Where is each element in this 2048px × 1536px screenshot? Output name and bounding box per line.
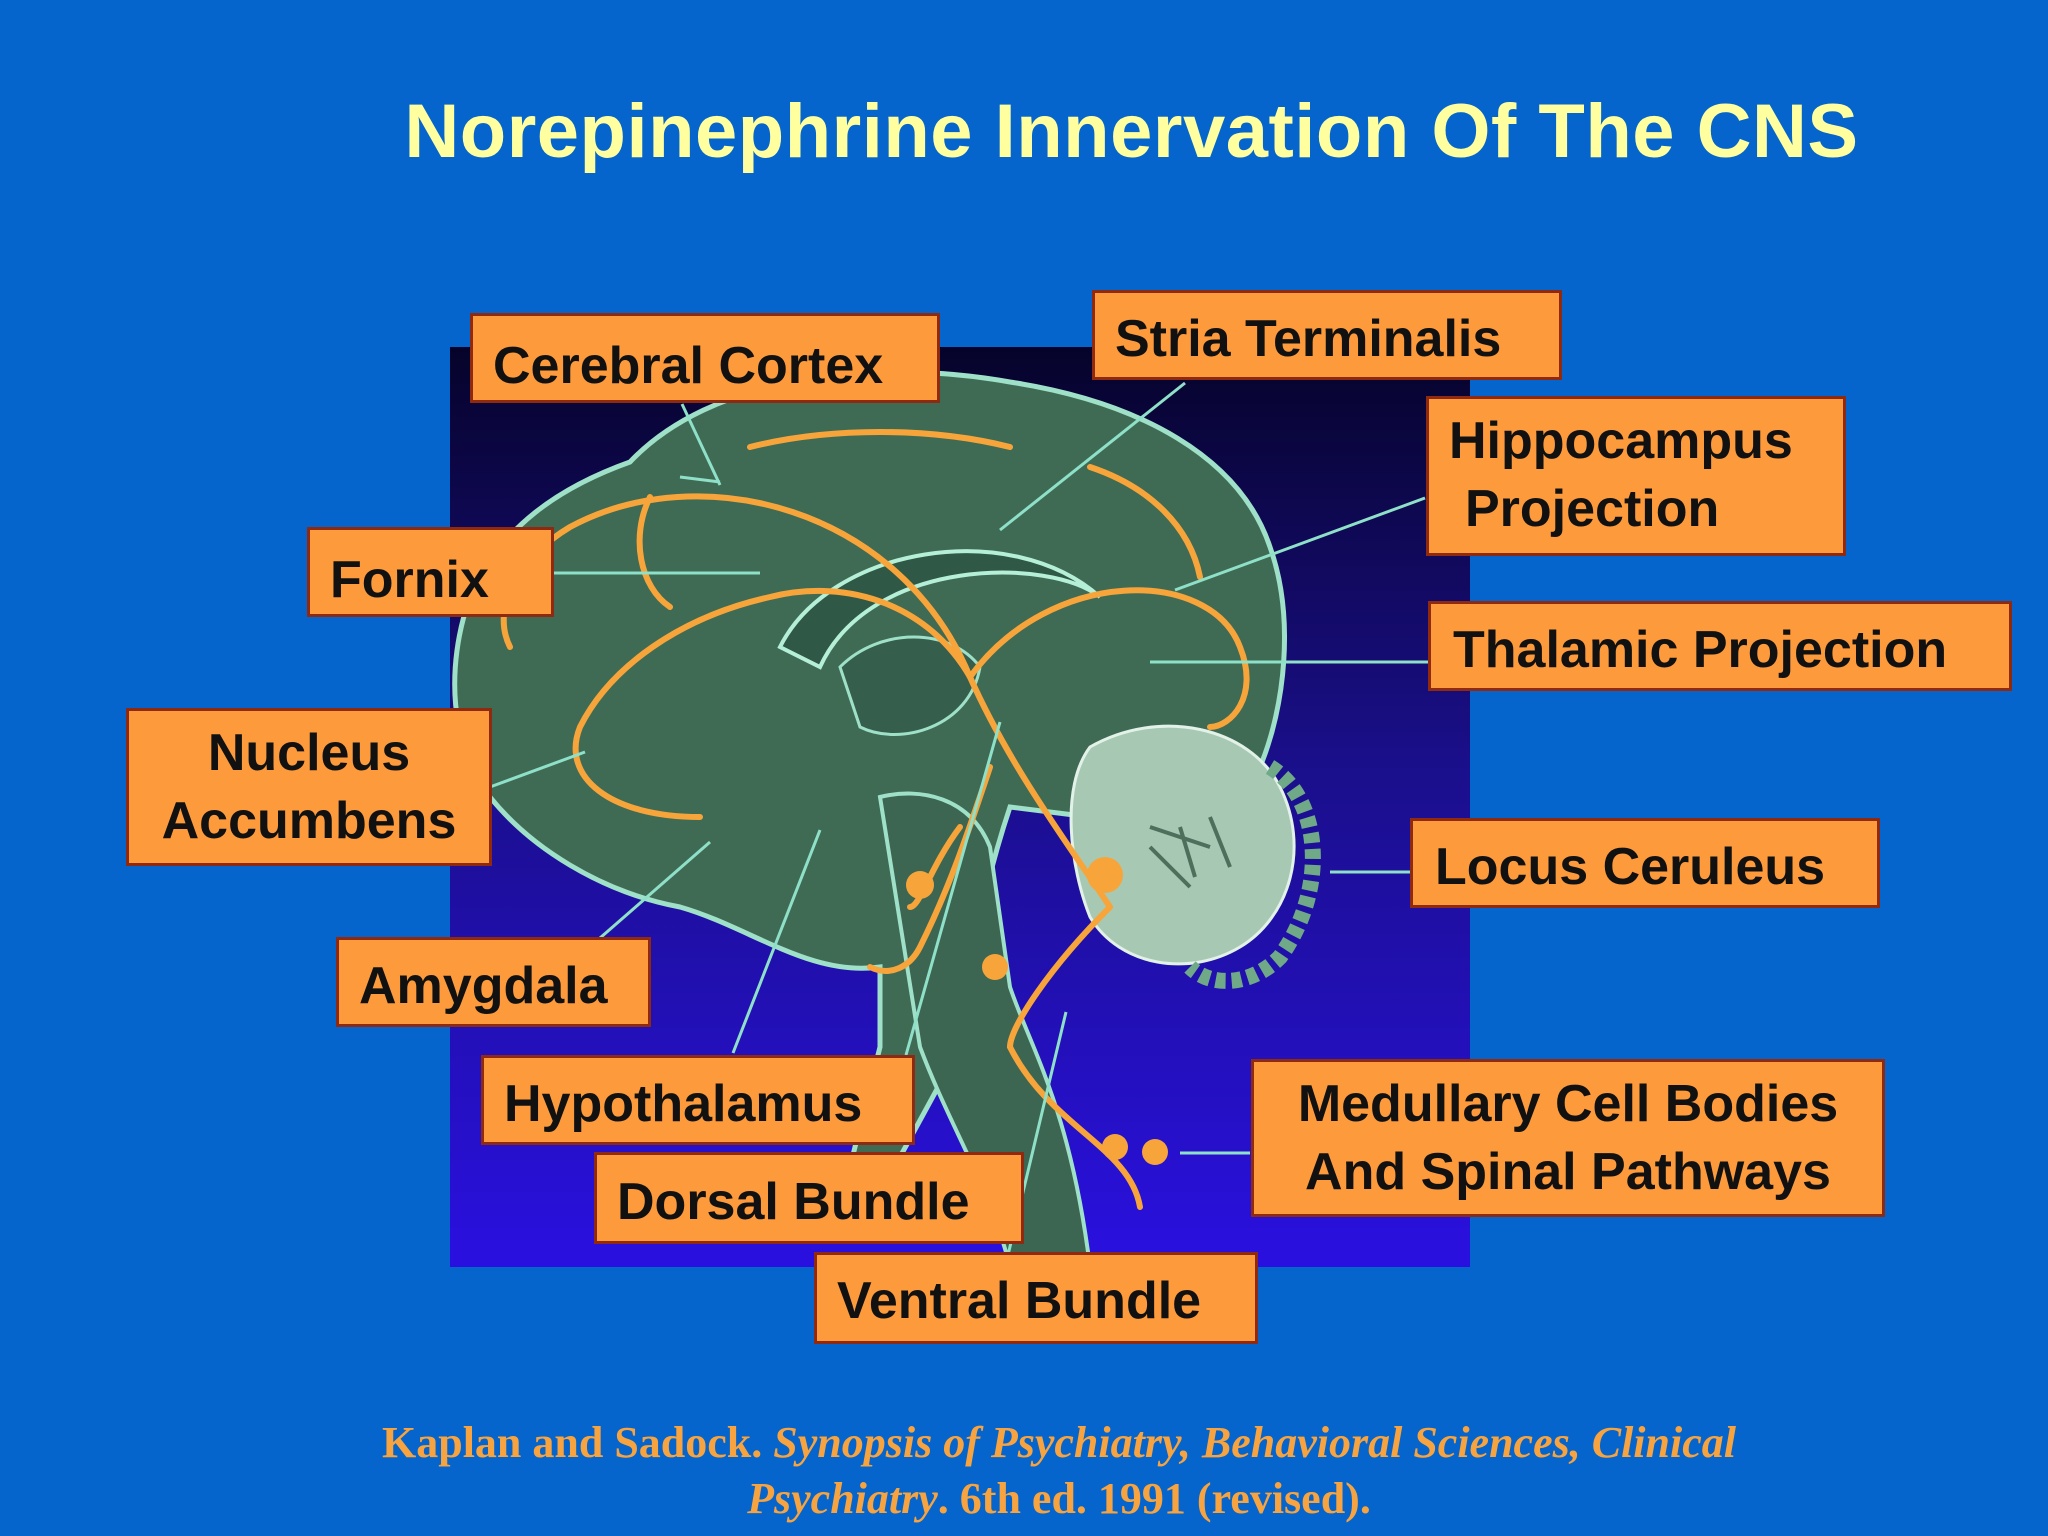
label-hypothalamus: Hypothalamus bbox=[481, 1055, 915, 1145]
label-fornix: Fornix bbox=[307, 527, 554, 617]
citation-book-title-2: Psychiatry bbox=[747, 1474, 938, 1523]
cerebellum bbox=[1069, 724, 1296, 966]
citation-line-2: Psychiatry. 6th ed. 1991 (revised). bbox=[70, 1471, 2048, 1527]
amygdala-text: Amygdala bbox=[359, 957, 608, 1015]
label-nucleus-accumbens: Nucleus Accumbens bbox=[126, 708, 492, 866]
citation-book-title-1: Synopsis of Psychiatry, Behavioral Scien… bbox=[773, 1418, 1736, 1467]
medullary-cell-body-1 bbox=[1102, 1134, 1128, 1160]
corpus-callosum bbox=[777, 549, 1102, 670]
nucleus-text: Nucleus bbox=[207, 724, 411, 782]
label-cerebral-cortex: Cerebral Cortex bbox=[470, 313, 940, 403]
label-dorsal-bundle: Dorsal Bundle bbox=[594, 1152, 1024, 1244]
citation-authors: Kaplan and Sadock. bbox=[382, 1418, 763, 1467]
citation: Kaplan and Sadock. Synopsis of Psychiatr… bbox=[0, 1415, 2048, 1527]
projection-text: Projection bbox=[1465, 480, 1720, 538]
medullary-line2-text: And Spinal Pathways bbox=[1305, 1143, 1831, 1201]
hypothalamus-cell-body bbox=[906, 871, 934, 899]
ventral-bundle-text: Ventral Bundle bbox=[837, 1272, 1202, 1330]
label-thalamic-projection: Thalamic Projection bbox=[1428, 601, 2012, 691]
citation-edition: . 6th ed. 1991 (revised). bbox=[937, 1474, 1371, 1523]
dorsal-bundle-text: Dorsal Bundle bbox=[617, 1173, 970, 1231]
medullary-cell-body-2 bbox=[1142, 1139, 1168, 1165]
arbor-vitae bbox=[1148, 816, 1232, 889]
label-locus-ceruleus: Locus Ceruleus bbox=[1410, 818, 1880, 908]
label-hippocampus-projection: Hippocampus Projection bbox=[1426, 396, 1846, 556]
label-ventral-bundle: Ventral Bundle bbox=[814, 1252, 1258, 1344]
label-medullary: Medullary Cell Bodies And Spinal Pathway… bbox=[1251, 1059, 1885, 1217]
amygdala-cell-body bbox=[982, 954, 1008, 980]
cerebellum-folia bbox=[1184, 760, 1321, 989]
medullary-line1-text: Medullary Cell Bodies bbox=[1297, 1075, 1839, 1133]
thalamic-projection-text: Thalamic Projection bbox=[1453, 621, 1948, 679]
cerebral-cortex-text: Cerebral Cortex bbox=[493, 337, 884, 395]
citation-line-1: Kaplan and Sadock. Synopsis of Psychiatr… bbox=[70, 1415, 2048, 1471]
locus-ceruleus-text: Locus Ceruleus bbox=[1435, 838, 1826, 896]
hippocampus-text: Hippocampus bbox=[1449, 412, 1793, 470]
label-stria-terminalis: Stria Terminalis bbox=[1092, 290, 1562, 380]
accumbens-text: Accumbens bbox=[161, 792, 457, 850]
label-amygdala: Amygdala bbox=[336, 937, 651, 1027]
locus-ceruleus-cell-body bbox=[1087, 857, 1123, 893]
fornix-text: Fornix bbox=[330, 551, 489, 609]
hypothalamus-text: Hypothalamus bbox=[504, 1075, 863, 1133]
slide-title: Norepinephrine Innervation Of The CNS bbox=[404, 89, 1859, 174]
stria-terminalis-text: Stria Terminalis bbox=[1115, 310, 1502, 368]
